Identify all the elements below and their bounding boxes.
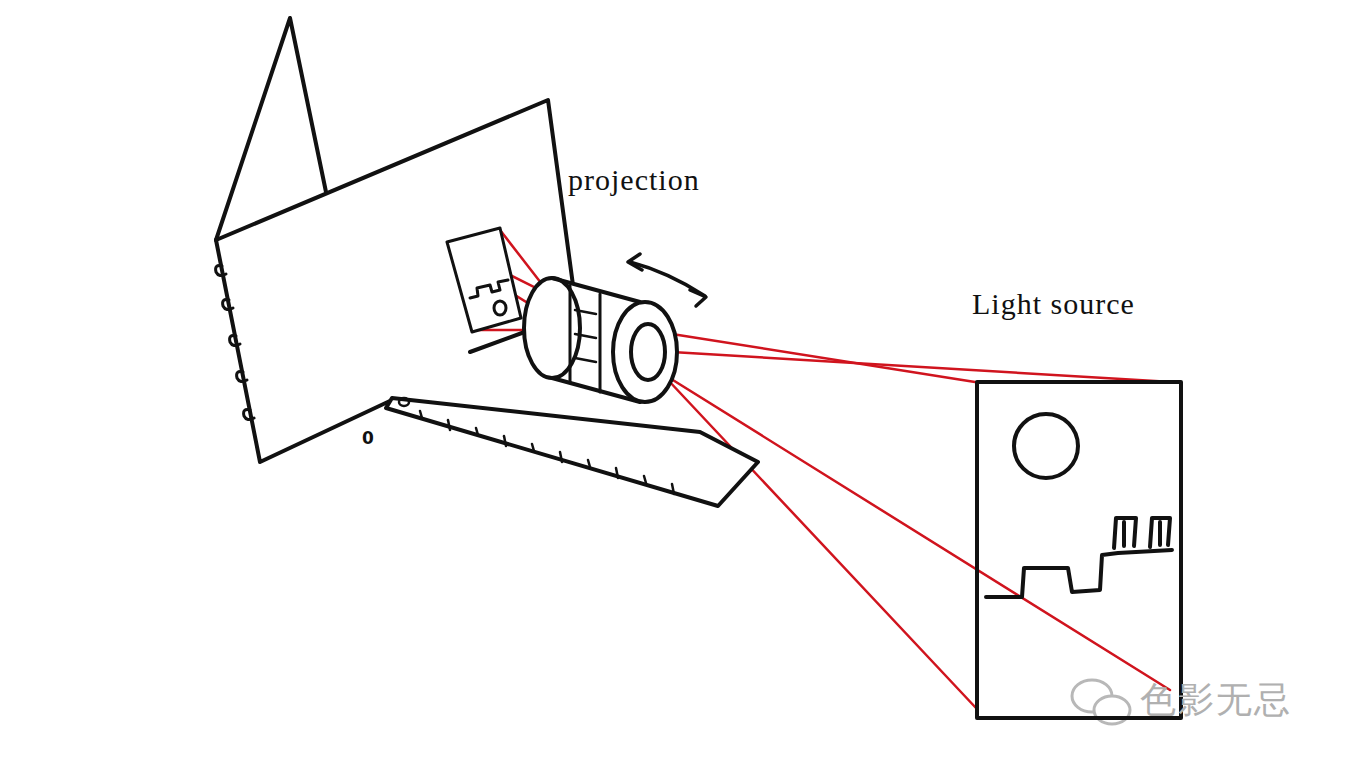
ruler-number: 0 bbox=[362, 428, 374, 448]
card-front-bottom bbox=[470, 330, 530, 352]
light-source-picture bbox=[986, 414, 1172, 597]
card-front-left bbox=[216, 240, 392, 462]
light-source-frame: Light source bbox=[960, 285, 1183, 720]
node-heading: Light source bbox=[960, 285, 1183, 323]
watermark: 色影无忌 bbox=[1140, 676, 1292, 725]
camera-lens bbox=[524, 278, 677, 402]
card-binding bbox=[216, 266, 254, 420]
movement-arrow bbox=[628, 254, 706, 306]
ruler bbox=[386, 398, 758, 506]
picture-frame bbox=[975, 380, 1183, 720]
card-back-flap bbox=[216, 18, 326, 240]
projected-image bbox=[447, 228, 521, 332]
card-front-top bbox=[216, 100, 575, 300]
part-label: projection bbox=[568, 163, 700, 197]
